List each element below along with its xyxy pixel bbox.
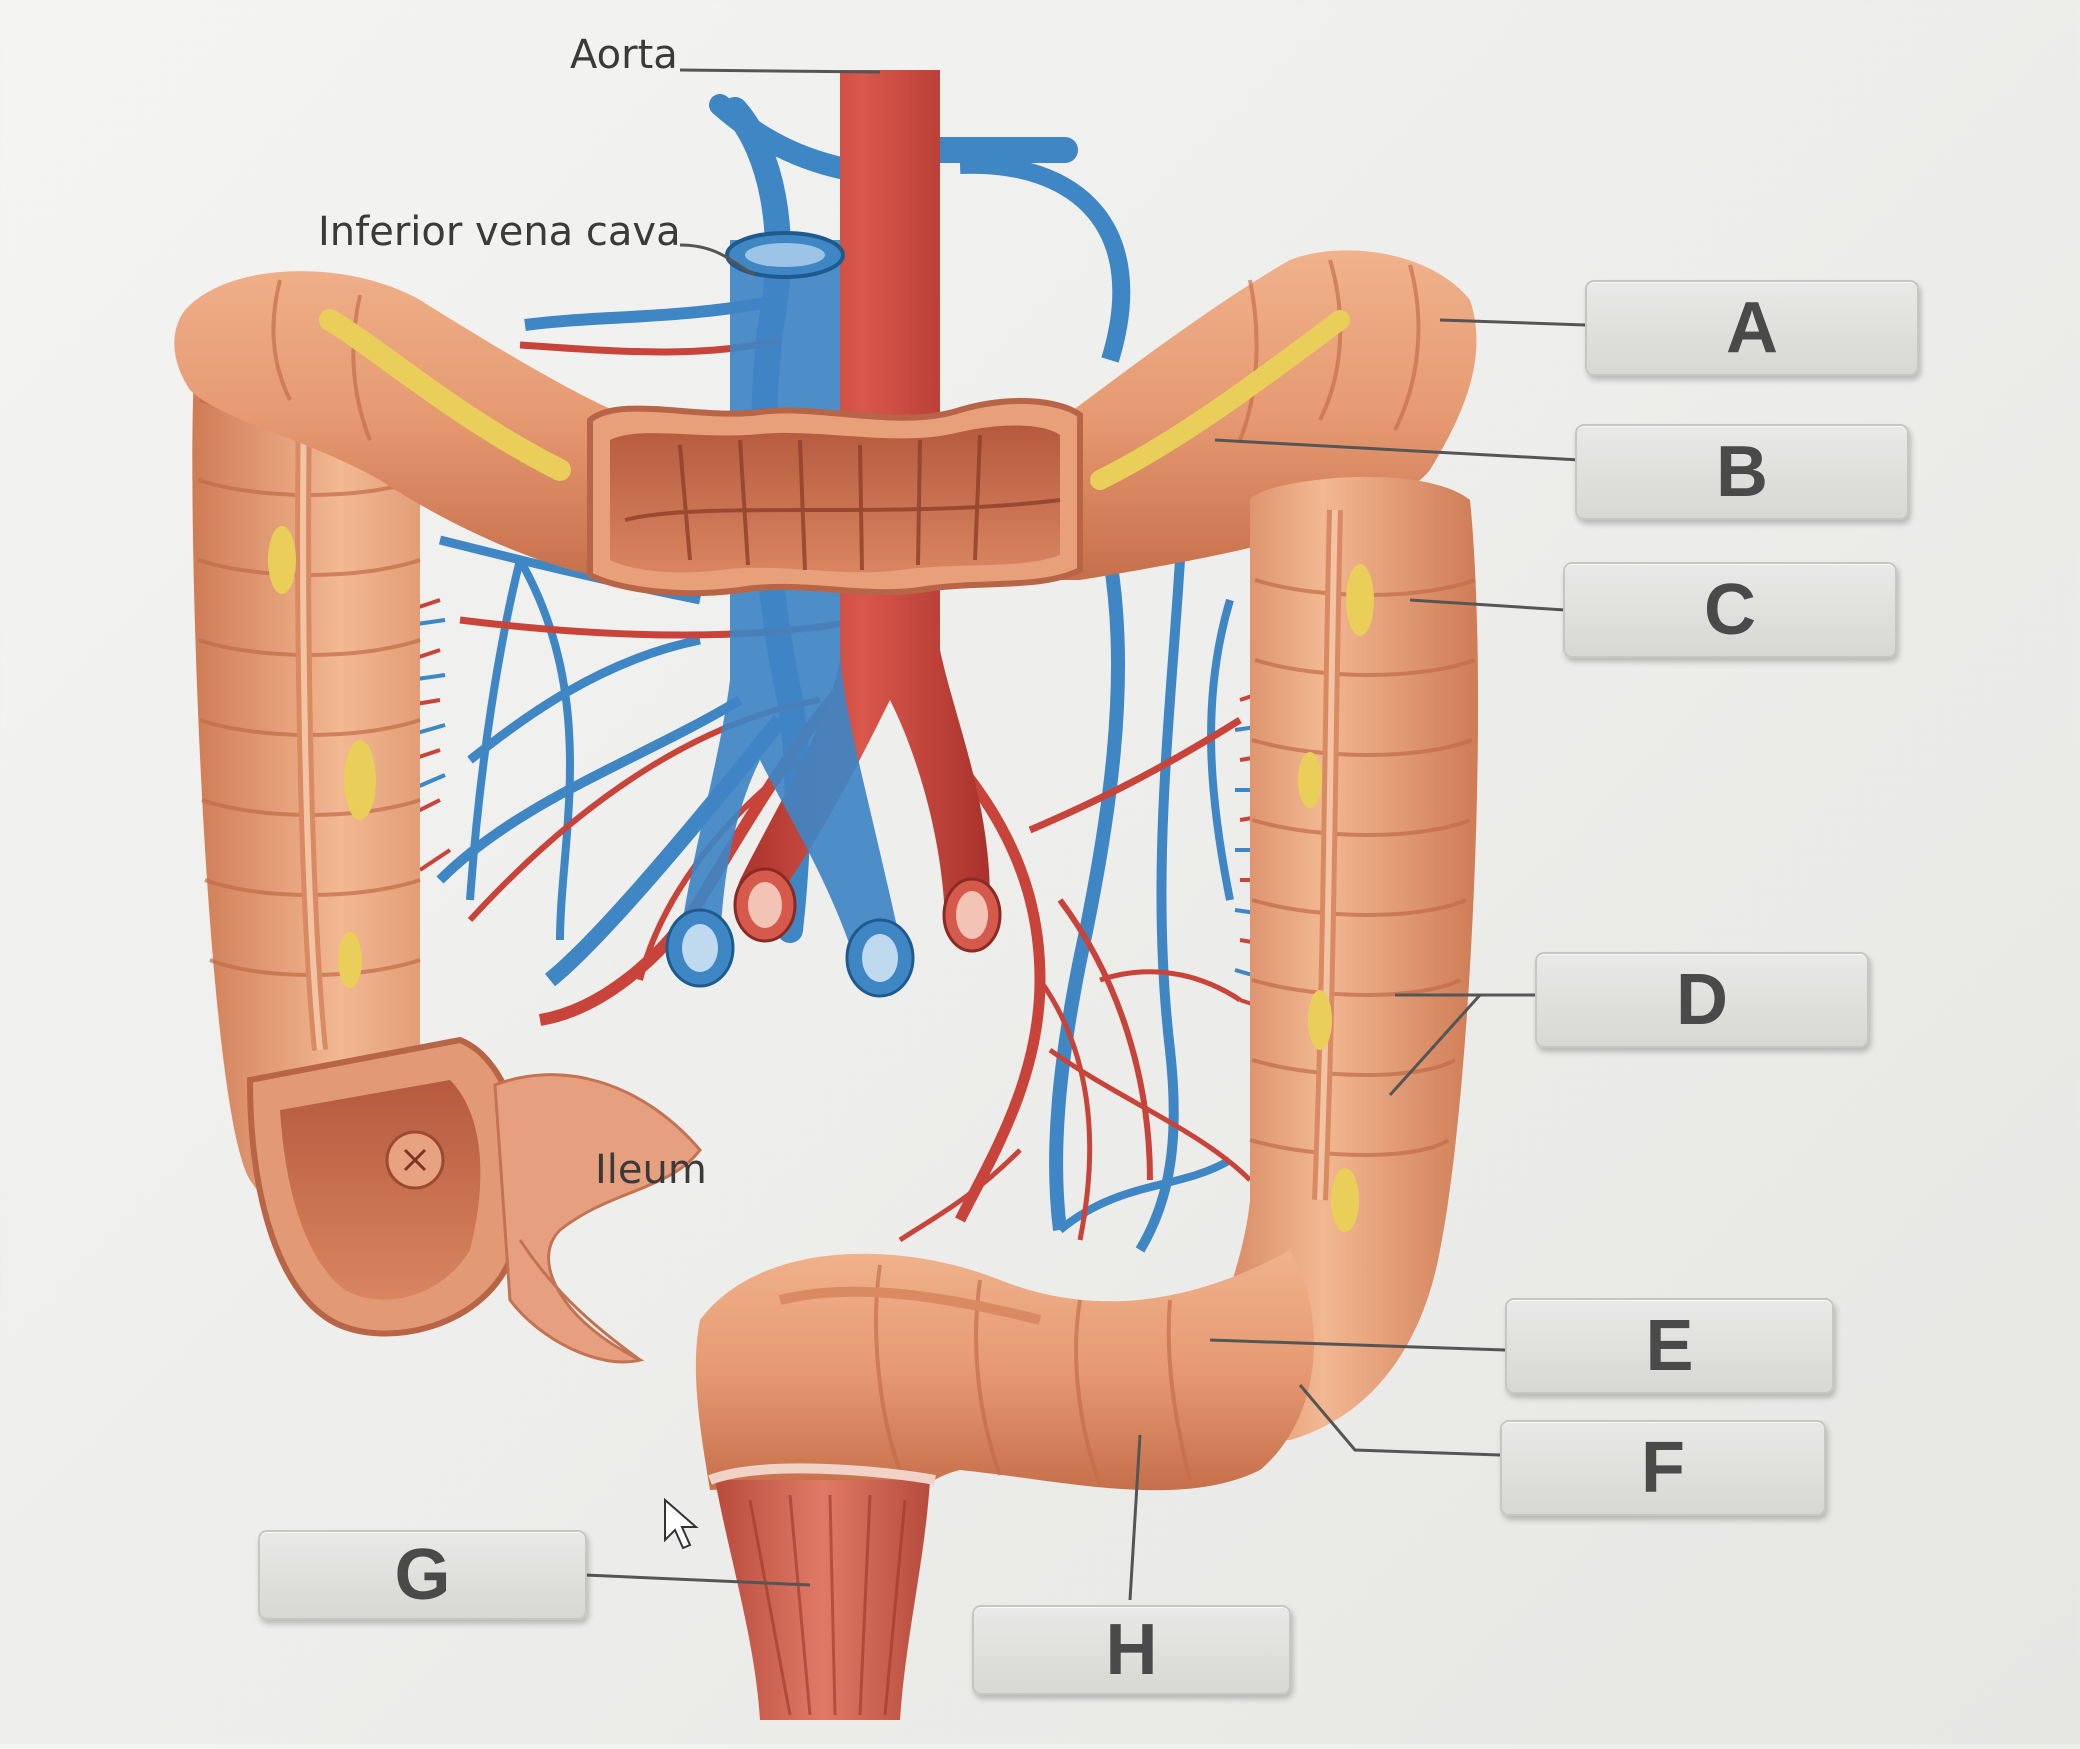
answer-box-d-text: D bbox=[1676, 960, 1728, 1040]
answer-box-g-text: G bbox=[394, 1535, 451, 1615]
leader-d2 bbox=[1388, 993, 1482, 1097]
leader-h bbox=[1128, 1434, 1142, 1601]
leader-e bbox=[1209, 1338, 1506, 1352]
answer-box-b[interactable]: B bbox=[1575, 424, 1909, 520]
leader-g bbox=[584, 1573, 811, 1587]
answer-box-f-text: F bbox=[1641, 1428, 1685, 1508]
answer-box-c-text: C bbox=[1704, 570, 1756, 650]
leader-lines bbox=[584, 68, 1586, 1601]
answer-box-e[interactable]: E bbox=[1505, 1298, 1834, 1394]
aorta-label: Aorta bbox=[570, 32, 678, 78]
answer-box-a[interactable]: A bbox=[1585, 280, 1919, 376]
aorta-leader bbox=[679, 68, 881, 74]
mouse-cursor-icon bbox=[664, 1497, 699, 1550]
answer-box-g[interactable]: G bbox=[258, 1530, 587, 1620]
leader-a bbox=[1439, 318, 1586, 327]
answer-box-f[interactable]: F bbox=[1500, 1420, 1826, 1516]
answer-box-h-text: H bbox=[1105, 1610, 1158, 1690]
inferior-vena-cava-label: Inferior vena cava bbox=[318, 209, 681, 255]
answer-box-b-text: B bbox=[1716, 432, 1768, 512]
answer-box-e-text: E bbox=[1645, 1306, 1694, 1386]
answer-box-h[interactable]: H bbox=[972, 1605, 1291, 1695]
answer-box-a-text: A bbox=[1726, 288, 1778, 368]
answer-box-d[interactable]: D bbox=[1535, 952, 1869, 1048]
answer-box-c[interactable]: C bbox=[1563, 562, 1897, 658]
leader-c bbox=[1409, 598, 1566, 612]
leader-b bbox=[1214, 438, 1581, 462]
ileum-label: Ileum bbox=[595, 1147, 707, 1193]
large-intestine bbox=[174, 250, 1479, 1720]
leader-f bbox=[1298, 1384, 1501, 1457]
ivc-leader bbox=[679, 243, 756, 277]
